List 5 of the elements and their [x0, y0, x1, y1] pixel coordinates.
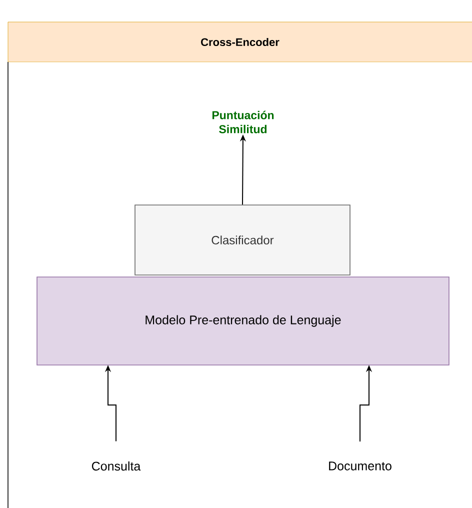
- output-label: Puntuación Similitud: [212, 110, 274, 134]
- classifier-box: Clasificador: [134, 204, 350, 276]
- input-label: Documento: [329, 462, 392, 470]
- model-box: Modelo Pre-entrenado de Lenguaje: [36, 276, 450, 366]
- input-label: Consulta: [92, 461, 141, 471]
